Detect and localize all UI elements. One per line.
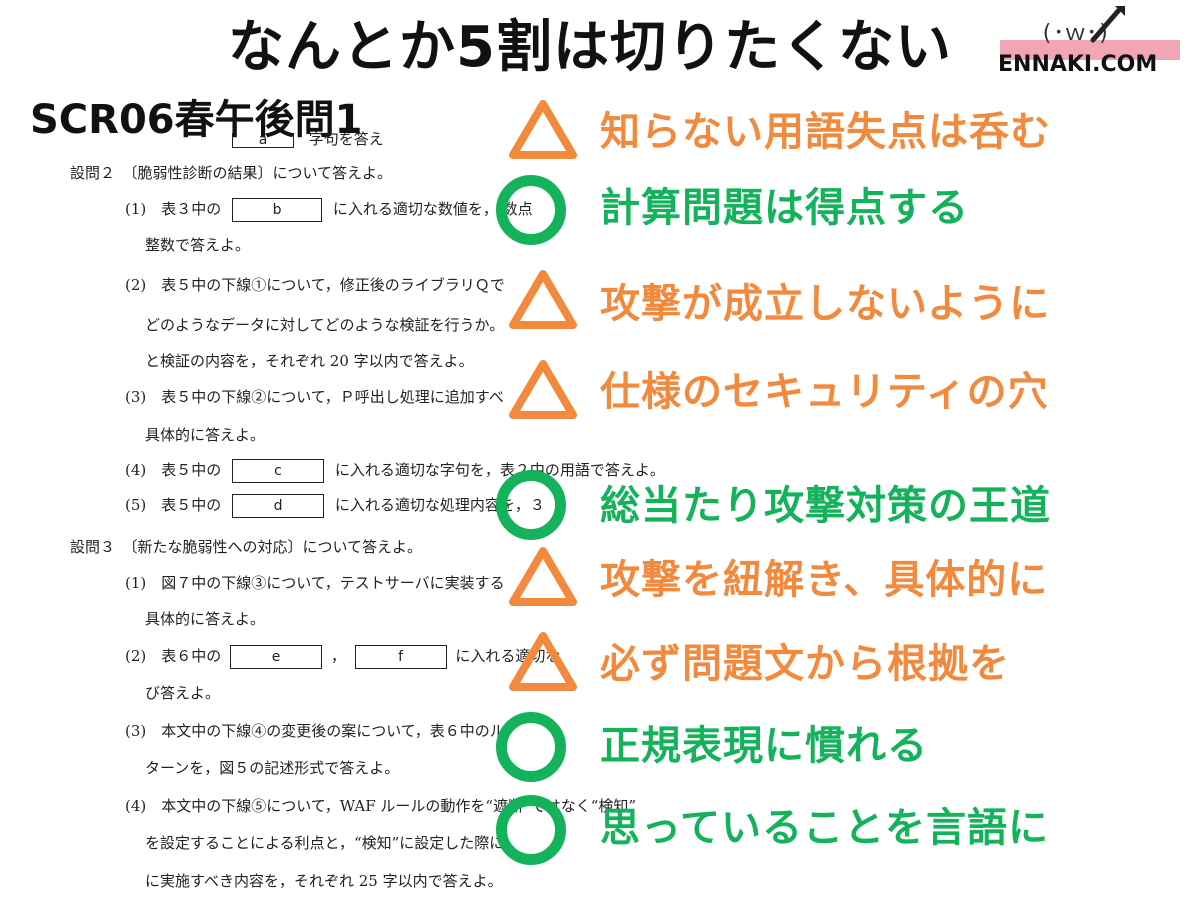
annotation-8: 正規表現に慣れる [600,723,928,769]
annotation-1: 知らない用語失点は呑む [600,109,1051,155]
exam-text: (5) 表５中の [125,496,222,514]
exam-line: (1) 表３中の b に入れる適切な数値を， 数点 [125,198,533,222]
exam-line: (2) 表６中の e ， f に入れる適切な [125,645,560,669]
exam-line: (5) 表５中の d に入れる適切な処理内容を，３ [125,494,545,518]
exam-line: び答えよ。 [145,684,221,702]
exam-line: a 字句を答え [232,128,384,150]
triangle-mark-icon [509,547,577,606]
exam-line: (4) 表５中の c に入れる適切な字句を，表２中の用語で答えよ。 [125,459,665,483]
exam-line: 具体的に答えよ。 [145,426,266,444]
circle-mark-icon [496,470,566,540]
paintbrush-icon [1090,6,1125,43]
exam-line: ターンを，図５の記述形式で答えよ。 [145,759,400,777]
annotation-4: 仕様のセキュリティの穴 [600,369,1049,415]
exam-line: 整数で答えよ。 [145,236,251,254]
exam-text: (1) 表３中の [125,200,222,218]
triangle-mark-icon [509,100,577,159]
annotation-5: 総当たり攻撃対策の王道 [600,483,1051,529]
circle-mark-icon [496,175,566,245]
exam-line: (3) 表５中の下線②について，Ｐ呼出し処理に追加すべ [125,388,504,406]
exam-text: に入れる適切な数値を， [332,200,498,218]
exam-line: に実施すべき内容を，それぞれ 25 字以内で答えよ。 [145,872,503,890]
exam-text: (2) 表６中の [125,647,222,665]
circle-mark-icon [496,795,566,865]
exam-line: (3) 本文中の下線④の変更後の案について，表６中のル [125,722,505,740]
blank-e: e [230,645,323,669]
exam-line: (2) 表５中の下線①について，修正後のライブラリＱで [125,276,505,294]
exam-line: (1) 図７中の下線③について，テストサーバに実装する [125,574,505,592]
triangle-mark-icon [509,270,577,329]
exam-text: (4) 表５中の [125,461,222,479]
blank-f: f [354,645,447,669]
site-logo-text: ENNAKI.COM [998,52,1158,77]
triangle-mark-icon [509,632,577,691]
question-heading: 設問２ 〔脆弱性診断の結果〕について答えよ。 [70,164,393,182]
blank-c: c [232,459,325,483]
annotation-3: 攻撃が成立しないように [600,281,1051,327]
triangle-mark-icon [509,360,577,419]
question-heading: 設問３ 〔新たな脆弱性への対応〕について答えよ。 [70,538,423,556]
exam-text: に入れる適切な処理内容を，３ [334,496,545,514]
exam-text: に入れる適切な字句を，表２中の用語で答えよ。 [334,461,665,479]
page-title: なんとか5割は切りたくない [228,15,952,80]
annotation-7: 必ず問題文から根拠を [600,641,1010,687]
annotation-2: 計算問題は得点する [600,185,969,231]
blank-a: a [232,132,294,148]
circle-mark-icon [496,712,566,782]
annotation-6: 攻撃を紐解き、具体的に [600,557,1049,603]
exam-subtitle: SCR06春午後問1 [30,97,363,143]
decorative-highlight-bar [1000,40,1180,60]
blank-d: d [232,494,325,518]
exam-line: 具体的に答えよ。 [145,610,266,628]
blank-b: b [232,198,323,222]
annotation-9: 思っていることを言語に [600,805,1049,851]
exam-text: 字句を答え [308,130,384,148]
exam-line: どのようなデータに対してどのような検証を行うか。 [145,316,505,334]
exam-line: と検証の内容を，それぞれ 20 字以内で答えよ。 [145,352,474,370]
exam-line: を設定することによる利点と，“検知”に設定した際に [145,834,505,852]
